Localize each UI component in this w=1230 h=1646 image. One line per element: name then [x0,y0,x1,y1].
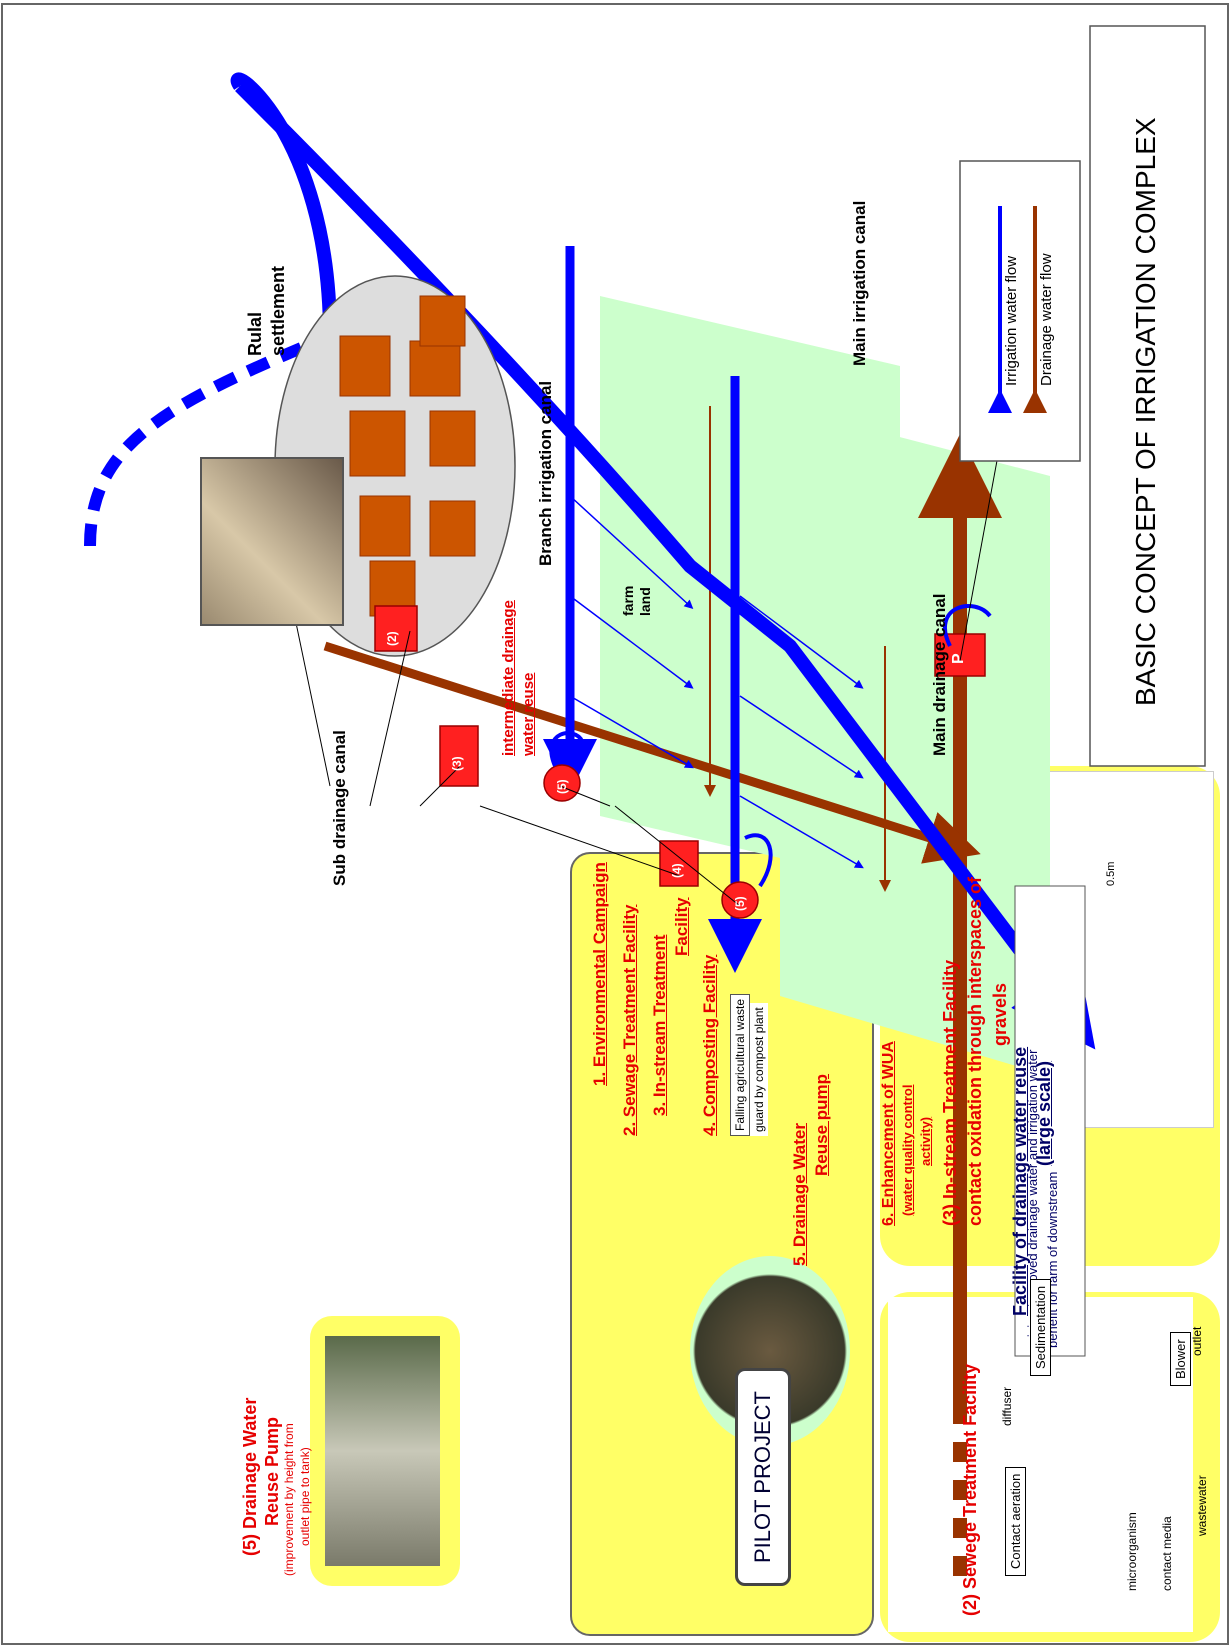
pilot-item-1: 1. Environmental Campaign [590,862,609,1086]
sewage-contact-media: contact media [1160,1516,1174,1591]
composting-note-2: guard by compost plant [750,1003,768,1136]
sewage-outlet: outlet [1190,1326,1204,1356]
instream-title-1: (3) In-stream Treatment Facility [940,959,960,1226]
reuse-loop-2 [744,833,773,888]
pilot-title: PILOT PROJECT [735,1368,791,1586]
pilot-item-5: 5. Drainage Water [790,1123,809,1266]
sewage-blower: Blower [1170,1332,1191,1386]
houses [339,295,476,617]
campaign-photo [200,457,344,626]
legend-box [959,160,1081,462]
pump-note-2: outlet pipe to tank) [298,1447,312,1546]
legend-irrigation-label: Irrigation water flow [1003,255,1020,386]
pump-title-1: (5) Drainage Water [240,1397,260,1556]
pilot-item-4: 4. Composting Facility [700,954,719,1136]
title-box [1089,25,1206,767]
pilot-item-6c: activity) [918,1116,933,1166]
facility-markers [374,605,986,919]
rural-label-1: Rulal [245,311,265,356]
rural-label-2: settlement [268,265,288,356]
farm-label-1: farm [620,585,636,616]
farm-land-lower [780,406,1050,1076]
marker-4: (4) [670,863,684,878]
irrigation-source [230,72,337,337]
marker-5a: (5) [555,779,569,794]
intermediate-label-1: intermediate drainage [500,600,517,756]
pilot-item-3: 3. In-stream Treatment [650,934,669,1116]
pilot-item-6b: (water quality control [900,1084,915,1216]
legend-drainage-label: Drainage water flow [1038,253,1055,386]
pilot-item-6: 6. Enhancement of WUA [880,1041,897,1226]
sub-drainage-canal [323,641,981,864]
branch-irrigation-label: Branch irrigation canal [536,380,555,566]
sewage-diffuser: diffuser [1000,1386,1014,1426]
composting-note-1: Falling agricultural waste [730,993,750,1136]
marker-2: (2) [385,631,399,646]
pilot-item-2: 2. Sewage Treatment Facility [620,904,639,1136]
sub-drainage-label: Sub drainage canal [330,730,349,886]
pump-note-1: (improvement by height from [282,1423,296,1576]
field-irrigation-lines [569,495,864,869]
pilot-item-3b: Facility [672,897,691,956]
marker-3: (3) [450,756,464,771]
sewage-contact-aeration: Contact aeration [1005,1466,1026,1576]
intermediate-label-2: water reuse [520,672,537,756]
instream-title-2: contact oxidation through interspaces of [965,876,985,1226]
instream-title-3: gravels [990,982,1010,1046]
pump-p-label: P [950,653,967,664]
instream-depth: 0.5m [1105,861,1117,886]
marker-5b: (5) [733,896,747,911]
main-drainage-label: Main drainage canal [930,593,949,757]
irrigation-inlet [84,330,333,547]
sewage-microorganism: microorganism [1125,1512,1139,1591]
main-irrigation-label: Main irrigation canal [850,200,869,366]
page-title: BASIC CONCEPT OF IRRIGATION COMPLEX [1130,117,1161,706]
pump-photo [325,1336,440,1566]
pump-title-2: Reuse Pump [262,1416,282,1526]
reuse-loop-1 [549,731,584,767]
sewage-wastewater: wastewater [1195,1475,1209,1536]
pilot-item-5b: Reuse pump [812,1073,831,1176]
sewage-title: (2) Sewege Treatment Facility [960,1363,980,1616]
outer-frame [1,3,1229,1645]
reuse-loop-3 [942,604,992,647]
farm-label-2: land [637,587,653,616]
sewage-sedimentation: Sedimentation [1030,1278,1051,1376]
